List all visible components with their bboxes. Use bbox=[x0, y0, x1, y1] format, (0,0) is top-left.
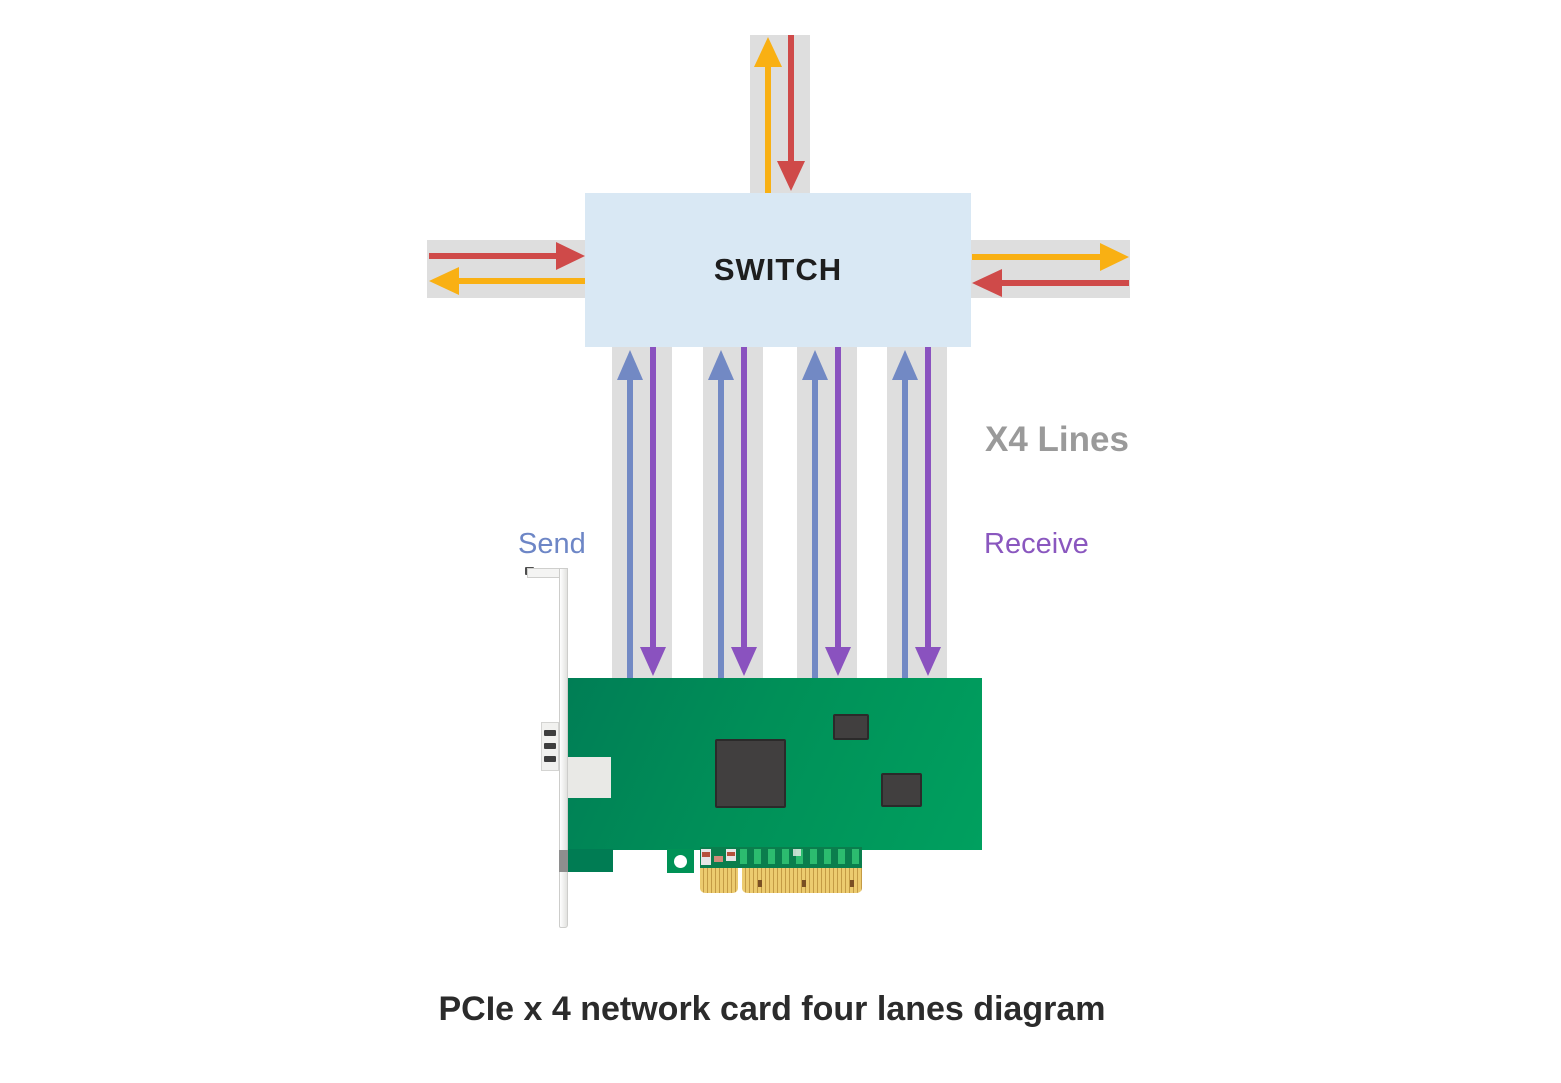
pcb-lower-edge bbox=[568, 849, 613, 872]
edge-contact-strip bbox=[700, 847, 862, 868]
send-arrow-shaft bbox=[718, 377, 724, 678]
pci-bracket bbox=[559, 568, 568, 928]
smd-component bbox=[701, 849, 711, 865]
pcie-edge-connector-short bbox=[700, 868, 738, 893]
right-arrow-icon bbox=[556, 242, 585, 270]
receive-arrow-shaft bbox=[835, 347, 841, 648]
x4-lines-label: X4 Lines bbox=[985, 420, 1129, 459]
left-arrow-shaft bbox=[1000, 280, 1129, 286]
left-arrow-shaft bbox=[457, 278, 585, 284]
switch-box: SWITCH bbox=[585, 193, 971, 347]
send-arrow-icon bbox=[708, 350, 734, 380]
up-arrow-icon bbox=[754, 37, 782, 67]
left-arrow-icon bbox=[972, 269, 1002, 297]
lane-track-1 bbox=[612, 347, 672, 678]
receive-arrow-icon bbox=[731, 647, 757, 676]
smd-component bbox=[702, 852, 710, 857]
left-arrow-icon bbox=[429, 267, 459, 295]
smd-component bbox=[793, 849, 801, 856]
support-chip bbox=[881, 773, 922, 807]
smd-component bbox=[714, 856, 723, 862]
send-arrow-shaft bbox=[902, 377, 908, 678]
up-arrow-shaft bbox=[765, 64, 771, 193]
receive-arrow-shaft bbox=[741, 347, 747, 648]
switch-label: SWITCH bbox=[713, 252, 843, 287]
smd-component bbox=[727, 852, 735, 856]
receive-arrow-icon bbox=[825, 647, 851, 676]
bracket-notch bbox=[559, 850, 568, 872]
send-arrow-icon bbox=[892, 350, 918, 380]
pcie-edge-connector-long bbox=[742, 868, 862, 893]
receive-arrow-shaft bbox=[925, 347, 931, 648]
send-arrow-icon bbox=[802, 350, 828, 380]
send-label: Send bbox=[518, 528, 586, 560]
sfp-housing bbox=[568, 757, 611, 798]
receive-arrow-shaft bbox=[650, 347, 656, 648]
send-arrow-icon bbox=[617, 350, 643, 380]
down-arrow-icon bbox=[777, 161, 805, 191]
right-arrow-shaft bbox=[429, 253, 558, 259]
lane-track-2 bbox=[703, 347, 763, 678]
controller-chip bbox=[715, 739, 786, 808]
sfp-port-icon bbox=[541, 722, 559, 771]
send-arrow-shaft bbox=[627, 377, 633, 678]
mounting-hole bbox=[674, 855, 687, 868]
right-arrow-shaft bbox=[972, 254, 1101, 260]
send-arrow-shaft bbox=[812, 377, 818, 678]
right-arrow-icon bbox=[1100, 243, 1129, 271]
lane-track-4 bbox=[887, 347, 947, 678]
diagram-title: PCIe x 4 network card four lanes diagram bbox=[438, 990, 1106, 1028]
lane-track-3 bbox=[797, 347, 857, 678]
receive-label: Receive bbox=[984, 528, 1089, 560]
receive-arrow-icon bbox=[915, 647, 941, 676]
memory-chip bbox=[833, 714, 869, 740]
receive-arrow-icon bbox=[640, 647, 666, 676]
down-arrow-shaft bbox=[788, 35, 794, 162]
